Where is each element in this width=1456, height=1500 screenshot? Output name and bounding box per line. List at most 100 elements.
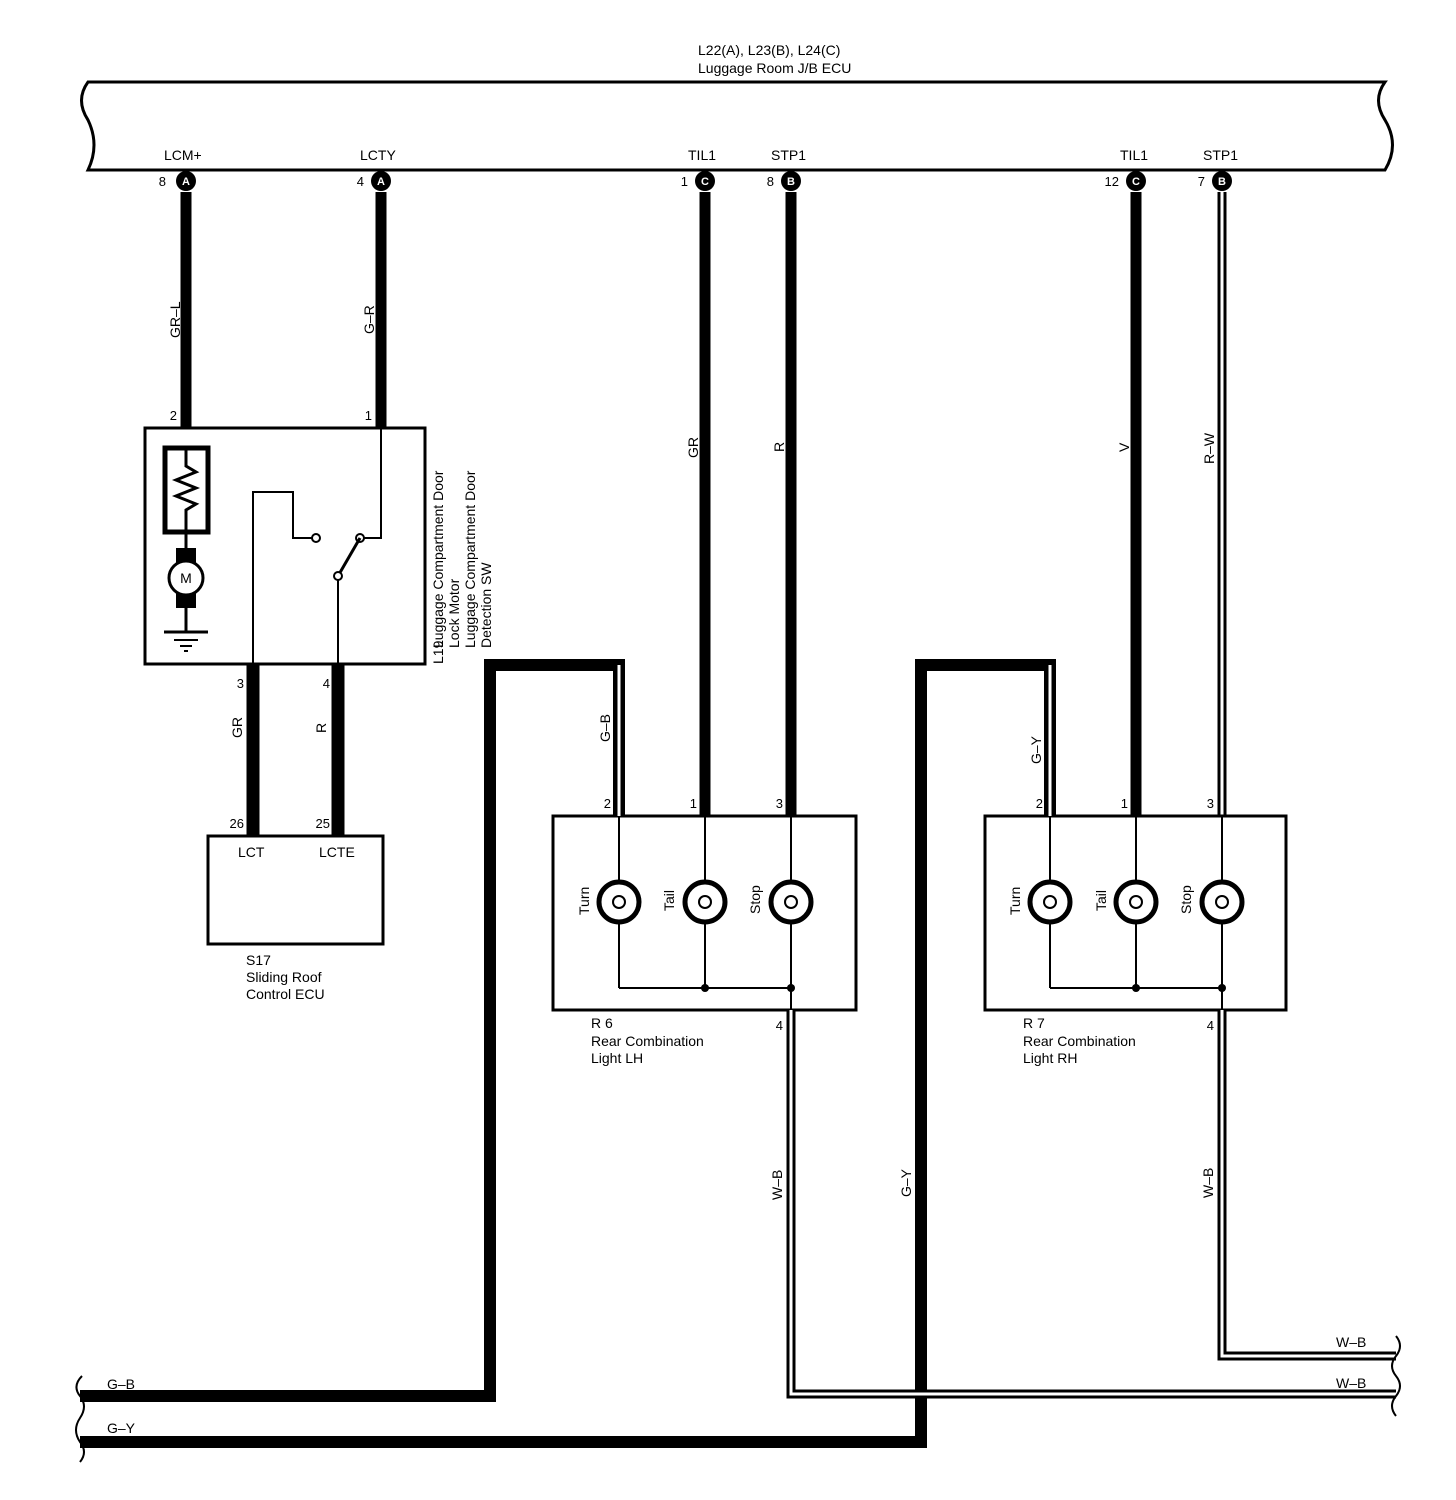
connector-stp1-left: B 8 <box>767 171 801 191</box>
wire-label-w-b-right2: W–B <box>1336 1375 1366 1391</box>
wire-w-b-r6 <box>786 1010 1396 1399</box>
wire-label-g-y-vertical: G–Y <box>898 1168 914 1197</box>
r7-bulb-tail: Tail <box>1093 890 1109 911</box>
motor-icon: M <box>167 548 205 608</box>
junction-dot <box>1132 984 1140 992</box>
r7-bulb-turn: Turn <box>1007 887 1023 915</box>
right-break-mark <box>1391 1335 1401 1417</box>
r6-pin-1: 1 <box>690 796 697 811</box>
l19-pin-1: 1 <box>365 408 372 423</box>
s17-lcte: LCTE <box>319 844 355 860</box>
l19-box <box>143 426 427 666</box>
l19-line1: Luggage Compartment Door <box>430 470 446 648</box>
wire-label-gr: GR <box>685 437 701 458</box>
wire-label-g-b: G–B <box>597 714 613 742</box>
r6-pin-3: 3 <box>776 796 783 811</box>
junction-dot <box>1218 984 1226 992</box>
connector-letter: C <box>701 176 709 188</box>
wire-g-y <box>80 659 1056 1448</box>
pin-number: 12 <box>1105 174 1119 189</box>
s17-pin-25: 25 <box>316 816 330 831</box>
bulb-icon <box>596 879 642 925</box>
bulb-icon <box>682 879 728 925</box>
r6-bulb-stop: Stop <box>747 885 763 914</box>
l19-line2: Lock Motor <box>446 578 462 648</box>
connector-lcm: A 8 <box>159 171 196 191</box>
pin-number: 8 <box>767 174 774 189</box>
wire-g-b <box>80 659 625 1402</box>
connector-letter: A <box>182 176 190 188</box>
switch-pivot <box>333 571 343 581</box>
pin-number: 4 <box>357 174 364 189</box>
connector-til1-right: C 12 <box>1105 171 1146 191</box>
connector-letter: B <box>787 176 795 188</box>
wire-label-v: V <box>1116 442 1132 452</box>
pin-number: 1 <box>681 174 688 189</box>
s17-line2: Control ECU <box>246 986 325 1002</box>
connector-stp1-right: B 7 <box>1198 171 1232 191</box>
wire-label-w-b-r6: W–B <box>769 1170 785 1200</box>
wire-label-r-w: R–W <box>1201 432 1217 464</box>
r7-pin-2: 2 <box>1036 796 1043 811</box>
r6-id: R 6 <box>591 1015 613 1031</box>
r6-bulb-turn: Turn <box>576 887 592 915</box>
r6-bulb-tail: Tail <box>661 890 677 911</box>
wire-label-w-b-right1: W–B <box>1336 1334 1366 1350</box>
terminal-label-stp1-right: STP1 <box>1203 147 1238 163</box>
r7-line1: Rear Combination <box>1023 1033 1136 1049</box>
switch-blade <box>336 537 362 577</box>
wire-label-w-b-r7: W–B <box>1200 1168 1216 1198</box>
wire-w-b-r7 <box>1217 1010 1396 1361</box>
connector-letter: A <box>377 176 385 188</box>
l19-line3: Luggage Compartment Door <box>462 470 478 648</box>
wire-label-r: R <box>771 442 787 452</box>
connector-til1-left: C 1 <box>681 171 715 191</box>
l19-pin-2: 2 <box>170 408 177 423</box>
wire-label-gr-s17: GR <box>229 717 245 738</box>
r7-pin-1: 1 <box>1121 796 1128 811</box>
bulb-icon <box>1113 879 1159 925</box>
junction-dot <box>787 984 795 992</box>
s17-lct: LCT <box>238 844 265 860</box>
junction-dot <box>701 984 709 992</box>
ground-icon <box>164 630 208 652</box>
wire-label-g-r: G–R <box>361 305 377 334</box>
l19-pin-3: 3 <box>237 676 244 691</box>
wire-label-r-s17: R <box>313 723 329 733</box>
ecu-bar <box>80 80 1394 172</box>
resistor-zigzag <box>171 448 201 532</box>
switch-wire-left <box>252 491 312 664</box>
pin-number: 7 <box>1198 174 1205 189</box>
terminal-label-til1-right: TIL1 <box>1120 147 1148 163</box>
r6-pin-4: 4 <box>776 1018 783 1033</box>
bulb-icon <box>768 879 814 925</box>
bulb-icon <box>1199 879 1245 925</box>
s17-pin-26: 26 <box>230 816 244 831</box>
ecu-title-line2: Luggage Room J/B ECU <box>698 60 851 76</box>
r7-line2: Light RH <box>1023 1050 1077 1066</box>
r6-line1: Rear Combination <box>591 1033 704 1049</box>
r7-id: R 7 <box>1023 1015 1045 1031</box>
bulb-icon <box>1027 879 1073 925</box>
s17-id: S17 <box>246 952 271 968</box>
r6-pin-2: 2 <box>604 796 611 811</box>
wire-label-g-y-bottom: G–Y <box>107 1420 136 1436</box>
wire-label-g-y: G–Y <box>1028 735 1044 764</box>
r7-bulb-stop: Stop <box>1178 885 1194 914</box>
switch-contact <box>311 533 321 543</box>
wire-label-g-b-bottom: G–B <box>107 1376 135 1392</box>
left-break-mark <box>75 1375 85 1463</box>
terminal-label-stp1-left: STP1 <box>771 147 806 163</box>
connector-lcty: A 4 <box>357 171 391 191</box>
terminal-label-lcm: LCM+ <box>164 147 202 163</box>
terminal-label-til1-left: TIL1 <box>688 147 716 163</box>
connector-letter: B <box>1218 176 1226 188</box>
motor-label: M <box>180 570 192 586</box>
terminal-label-lcty: LCTY <box>360 147 396 163</box>
l19-pin-4: 4 <box>323 676 330 691</box>
pin-number: 8 <box>159 174 166 189</box>
r6-line2: Light LH <box>591 1050 643 1066</box>
l19-id: L19 <box>430 640 446 664</box>
wire-label-gr-l: GR–L <box>167 301 183 338</box>
